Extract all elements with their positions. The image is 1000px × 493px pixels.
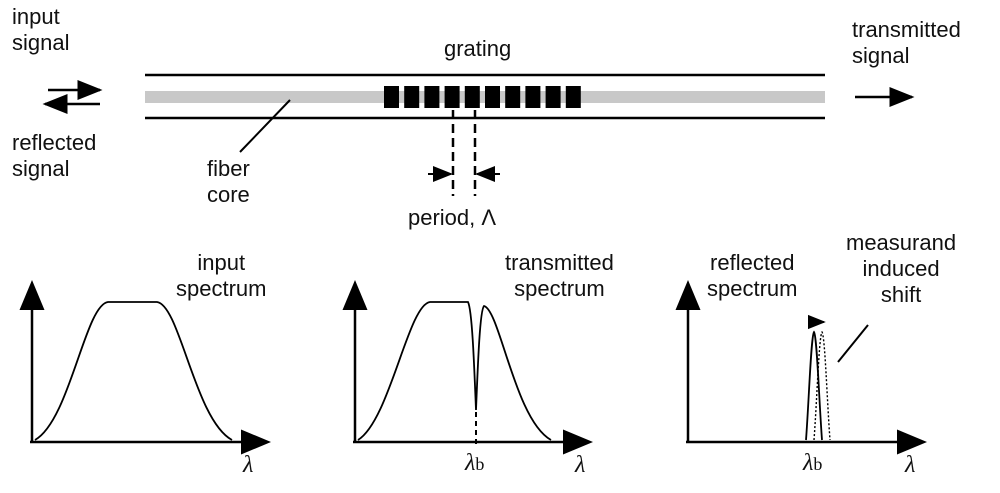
grating-blocks [384, 86, 581, 108]
grating-block [545, 86, 561, 108]
shift-pointer [837, 324, 869, 363]
grating-block [424, 86, 440, 108]
shifted-peak [813, 330, 831, 441]
period-marker [428, 110, 500, 196]
grating-block [565, 86, 581, 108]
input-spectrum-curve [34, 301, 233, 441]
panel-input-spectrum [19, 280, 271, 455]
transmitted-spectrum-curve [357, 301, 552, 441]
input-axis-lambda: λ [243, 452, 254, 478]
grating-block [525, 86, 541, 108]
signal-arrows-left [42, 80, 103, 114]
transmitted-bragg-label: λb [465, 450, 485, 476]
grating-block [404, 86, 420, 108]
shift-label: measurand induced shift [846, 230, 957, 307]
grating-block [384, 86, 399, 108]
panel-transmitted-spectrum [342, 280, 593, 455]
reflected-axis-lambda: λ [905, 452, 916, 478]
fiber-core-pointer [239, 99, 291, 153]
reflected-bragg-label: λb [803, 450, 823, 476]
transmitted-axis-lambda: λ [575, 452, 586, 478]
reflected-peak [805, 330, 823, 441]
grating-block [505, 86, 521, 108]
grating-block [485, 86, 500, 108]
grating-block [444, 86, 460, 108]
grating-block [464, 86, 480, 108]
panel-reflected-spectrum [675, 280, 927, 455]
grating-label: grating [444, 36, 512, 61]
period-label: period, Λ [408, 205, 497, 230]
